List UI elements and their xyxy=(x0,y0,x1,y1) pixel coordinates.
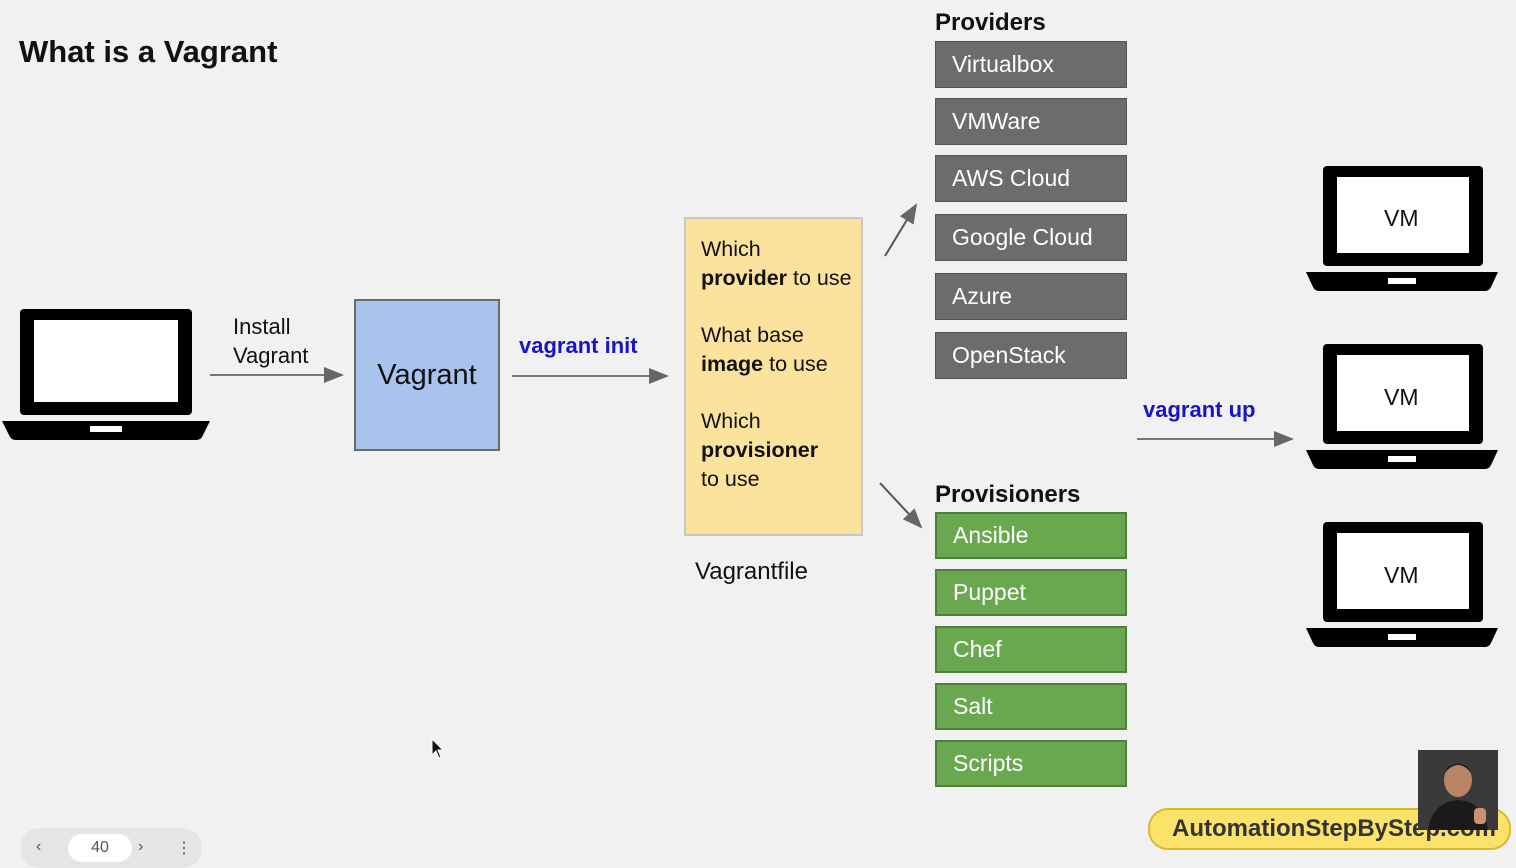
provisioner-salt: Salt xyxy=(935,683,1127,730)
install-label-line-2: Vagrant xyxy=(233,343,309,368)
provider-aws-cloud: AWS Cloud xyxy=(935,155,1127,202)
vagrantfile-box: Which provider to use What base image to… xyxy=(684,217,863,536)
vagrant-box: Vagrant xyxy=(354,299,500,451)
vagrant-up-command: vagrant up xyxy=(1143,397,1256,422)
provisioner-ansible: Ansible xyxy=(935,512,1127,559)
vm-label-1: VM xyxy=(1384,205,1419,231)
laptop-icon xyxy=(2,309,210,440)
slide-nav-bar: ‹ 40 › ⋮ xyxy=(20,828,202,868)
mouse-cursor-icon xyxy=(431,738,445,759)
vm-label-2: VM xyxy=(1384,384,1419,410)
to-providers-arrow xyxy=(884,203,918,257)
vm-laptop-icon xyxy=(1306,522,1498,647)
provider-vmware: VMWare xyxy=(935,98,1127,145)
provider-virtualbox: Virtualbox xyxy=(935,41,1127,88)
provisioner-chef: Chef xyxy=(935,626,1127,673)
more-vertical-icon[interactable]: ⋮ xyxy=(176,840,192,857)
presenter-video-thumbnail xyxy=(1418,750,1498,830)
to-provisioners-arrow xyxy=(879,482,923,529)
provisioner-question: Which provisioner to use xyxy=(701,409,819,491)
vm-laptop-icon xyxy=(1306,166,1498,291)
vagrant-box-label: Vagrant xyxy=(377,358,477,391)
provisioner-puppet: Puppet xyxy=(935,569,1127,616)
provider-openstack: OpenStack xyxy=(935,332,1127,379)
vm-label-3: VM xyxy=(1384,562,1419,588)
presenter-avatar-icon xyxy=(1418,750,1498,830)
chevron-right-icon[interactable]: › xyxy=(138,838,144,855)
providers-title: Providers xyxy=(935,9,1046,36)
install-label-line-1: Install xyxy=(233,314,291,339)
vagrant-init-command: vagrant init xyxy=(519,333,638,358)
image-question: What base image to use xyxy=(701,323,828,376)
chevron-left-icon[interactable]: ‹ xyxy=(36,838,42,855)
provider-azure: Azure xyxy=(935,273,1127,320)
provisioner-scripts: Scripts xyxy=(935,740,1127,787)
slide-title: What is a Vagrant xyxy=(19,34,278,69)
provider-google-cloud: Google Cloud xyxy=(935,214,1127,261)
provisioners-title: Provisioners xyxy=(935,481,1081,508)
provider-question: Which provider to use xyxy=(701,237,852,290)
vagrantfile-label: Vagrantfile xyxy=(695,558,808,585)
page-number-field[interactable]: 40 xyxy=(68,834,132,862)
install-vagrant-label: Install Vagrant xyxy=(233,312,308,370)
vm-laptop-icon xyxy=(1306,344,1498,469)
